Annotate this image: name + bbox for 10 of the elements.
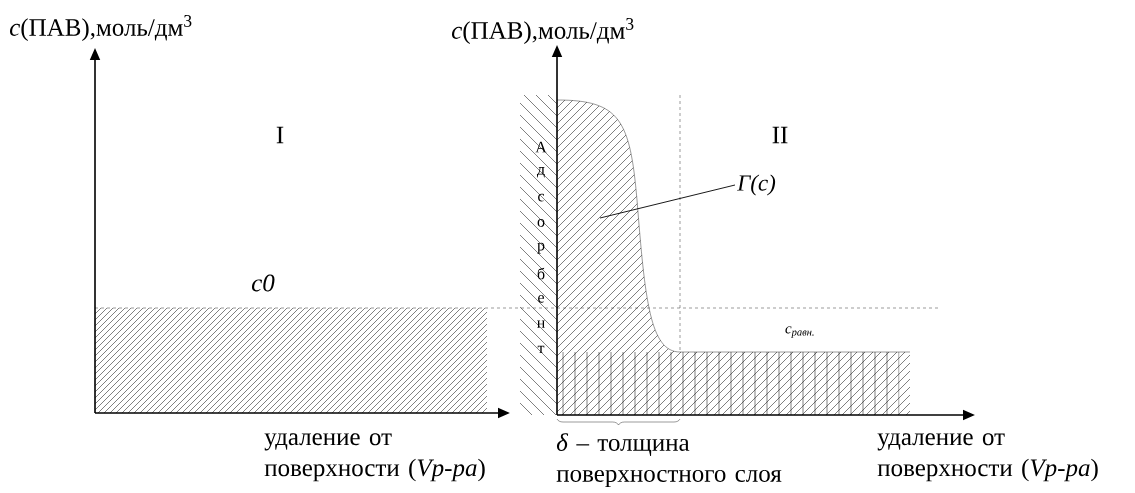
axis-title: удаление от поверхности (Vр-ра) xyxy=(264,433,485,482)
hatched-area xyxy=(557,100,910,415)
region-label: II xyxy=(772,126,788,144)
region-label: I xyxy=(276,126,284,144)
axis-label: c(ПАВ),моль/дм$^{3}$ xyxy=(451,18,634,44)
axis-title: удаление от поверхности (Vр-ра) xyxy=(877,433,1098,482)
axis-label: c(ПАВ),моль/дм$^{3}$ xyxy=(9,15,192,41)
leader-line xyxy=(599,184,736,219)
value-label: c$_{равн.}$ xyxy=(785,326,814,338)
value-label: c0 xyxy=(252,274,275,292)
